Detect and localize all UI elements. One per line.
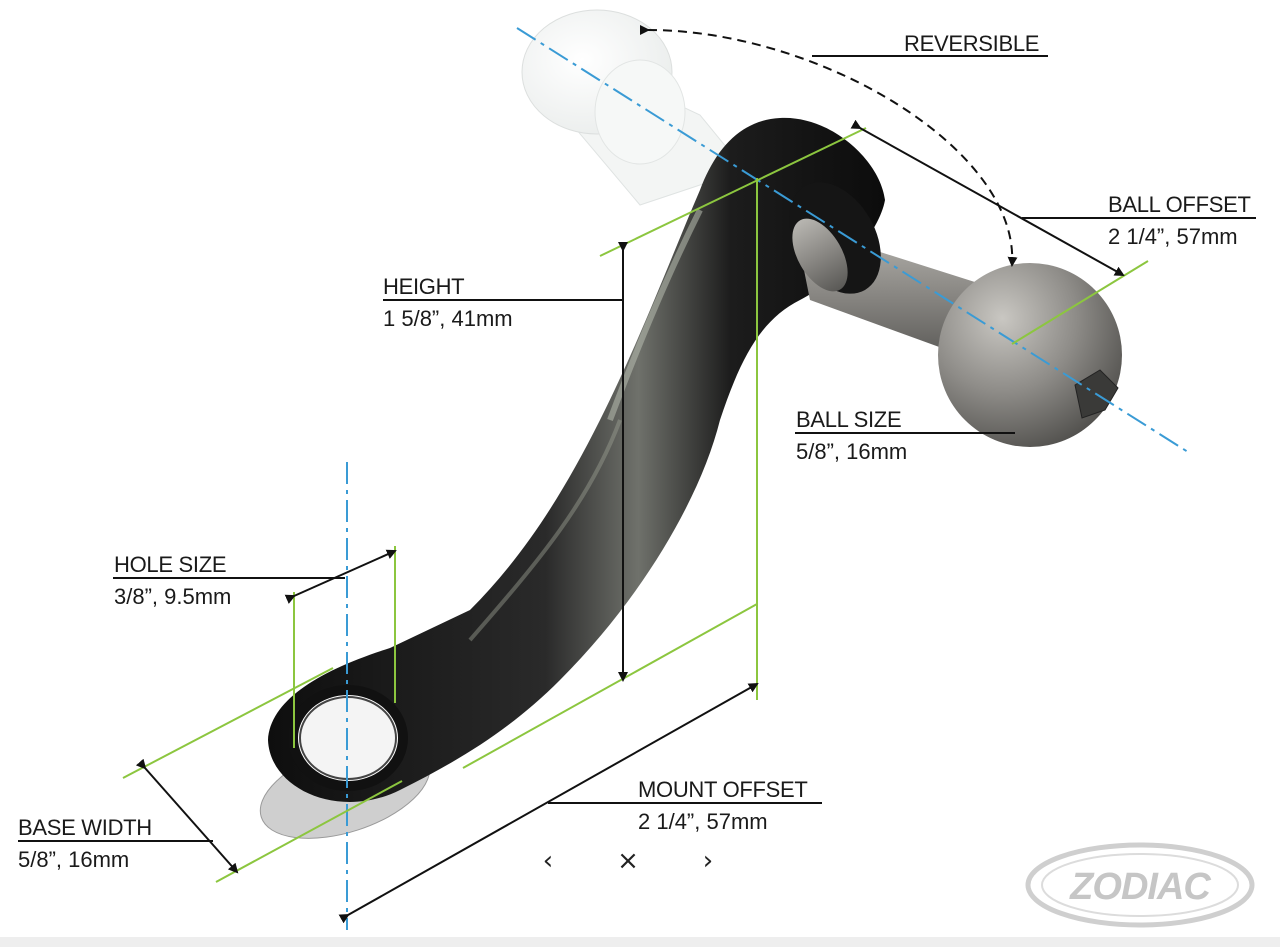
hole-size-value: 3/8”, 9.5mm [114,584,232,609]
chevron-right-icon: › [702,846,714,876]
mount-offset-value: 2 1/4”, 57mm [638,809,768,834]
ball-stud [789,182,1122,447]
height-value: 1 5/8”, 41mm [383,306,513,331]
zodiac-logo: ZODIAC [1025,842,1255,928]
base-width-label: BASE WIDTH [18,815,152,840]
ball-offset-value: 2 1/4”, 57mm [1108,224,1238,249]
base-width-value: 5/8”, 16mm [18,847,130,872]
bottom-strip [0,937,1280,947]
prev-button[interactable]: ‹ [528,845,568,877]
reversible-label: REVERSIBLE [904,31,1040,56]
chevron-left-icon: ‹ [542,846,554,876]
close-button[interactable]: × [608,845,648,877]
label-leaders [18,55,1256,842]
logo-text: ZODIAC [1069,866,1211,908]
next-button[interactable]: › [688,845,728,877]
mount-offset-label: MOUNT OFFSET [638,777,808,802]
hole-size-label: HOLE SIZE [114,552,227,577]
ball-size-value: 5/8”, 16mm [796,439,908,464]
dimension-arrows [135,24,1125,924]
ball-size-label: BALL SIZE [796,407,902,432]
close-icon: × [617,846,639,876]
height-label: HEIGHT [383,274,465,299]
ball-offset-label: BALL OFFSET [1108,192,1251,217]
